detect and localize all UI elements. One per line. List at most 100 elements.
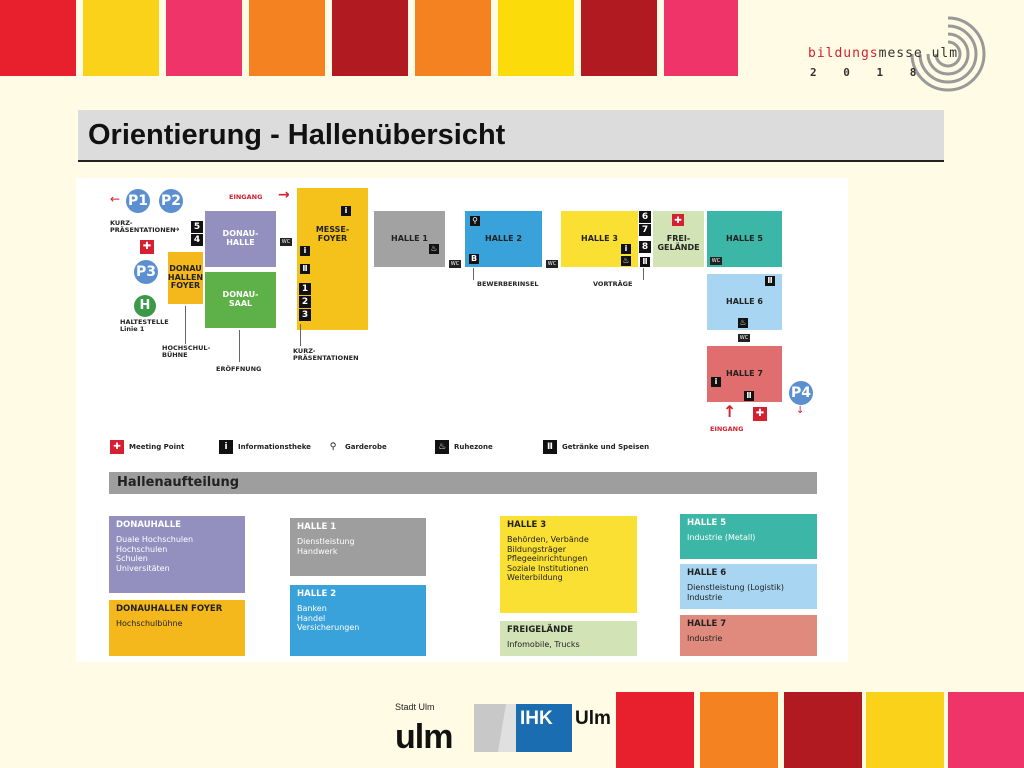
info-icon: i bbox=[341, 206, 351, 216]
box-halle3: HALLE 3 Behörden, Verbände Bildungsträge… bbox=[500, 516, 637, 613]
ihk-text: IHK bbox=[520, 708, 553, 729]
parking-p3-icon: P3 bbox=[134, 260, 158, 284]
footer-square-5 bbox=[948, 692, 1024, 768]
color-square-2 bbox=[83, 0, 159, 76]
title-bar: Orientierung - Hallenübersicht bbox=[78, 110, 944, 162]
kurz-praesentationen-bottom-label: KURZ- PRÄSENTATIONEN bbox=[293, 347, 359, 363]
info-icon-3: i bbox=[621, 244, 631, 254]
color-square-3 bbox=[166, 0, 242, 76]
box-halle2: HALLE 2 Banken Handel Versicherungen bbox=[290, 585, 426, 656]
box-halle5: HALLE 5 Industrie (Metall) bbox=[680, 514, 817, 559]
footer-square-4 bbox=[866, 692, 944, 768]
legend-garderobe-icon: ⚲ bbox=[326, 440, 340, 454]
bewerberinsel-label: BEWERBERINSEL bbox=[477, 280, 539, 288]
legend-ruhezone: ♨Ruhezone bbox=[435, 440, 493, 454]
legend-meeting-point-icon: ✚ bbox=[110, 440, 124, 454]
hallenaufteilung-title: Hallenaufteilung bbox=[117, 475, 240, 490]
haltestelle-label: HALTESTELLE Linie 1 bbox=[120, 318, 169, 334]
box-donauhallen-foyer: DONAUHALLEN FOYER Hochschulbühne bbox=[109, 600, 245, 656]
halle1-block: HALLE 1 bbox=[374, 211, 445, 267]
wc-icon-2: WC bbox=[449, 260, 461, 268]
stage-2-badge: 2 bbox=[299, 296, 311, 308]
cloakroom-icon: ⚲ bbox=[470, 216, 480, 226]
stage-7-badge: 7 bbox=[639, 224, 651, 236]
parking-p4-icon: P4 bbox=[789, 381, 813, 405]
box-halle1: HALLE 1 Dienstleistung Handwerk bbox=[290, 518, 426, 576]
box-donauhallen-foyer-desc: Hochschulbühne bbox=[116, 619, 183, 628]
kurz-praesentationen-top-label: KURZ- PRÄSENTATIONEN bbox=[110, 219, 176, 235]
stadt-ulm-label: Stadt Ulm bbox=[395, 702, 435, 712]
legend-info-label: Informationstheke bbox=[238, 443, 311, 451]
box-donauhallen-foyer-title: DONAUHALLEN FOYER bbox=[116, 604, 223, 614]
footer-square-1 bbox=[616, 692, 694, 768]
stage-6-badge: 6 bbox=[639, 211, 651, 223]
box-halle6: HALLE 6 Dienstleistung (Logistik) Indust… bbox=[680, 564, 817, 609]
bewerberinsel-line bbox=[473, 268, 474, 280]
eroeffnung-line bbox=[239, 330, 240, 362]
arrow-right-icon: → bbox=[172, 225, 180, 235]
box-freigelaende-title: FREIGELÄNDE bbox=[507, 625, 574, 635]
legend-garderobe: ⚲ Garderobe bbox=[326, 440, 387, 454]
ihk-ulm-logo bbox=[474, 704, 572, 752]
box-halle3-title: HALLE 3 bbox=[507, 520, 547, 530]
parking-p1-icon: P1 bbox=[126, 189, 150, 213]
legend-ruhezone-label: Ruhezone bbox=[454, 443, 493, 451]
legend-meeting-point: ✚ Meeting Point bbox=[110, 440, 184, 454]
legend-garderobe-label: Garderobe bbox=[345, 443, 387, 451]
color-square-6 bbox=[415, 0, 491, 76]
legend-meeting-point-label: Meeting Point bbox=[129, 443, 185, 451]
info-icon-4: i bbox=[711, 377, 721, 387]
box-halle1-title: HALLE 1 bbox=[297, 522, 337, 532]
hall-map: ← P1 P2 KURZ- PRÄSENTATIONEN → ✚ P3 H HA… bbox=[76, 178, 848, 662]
wc-icon-3: WC bbox=[546, 260, 558, 268]
info-icon-2: i bbox=[300, 246, 310, 256]
box-halle5-desc: Industrie (Metall) bbox=[687, 533, 756, 542]
legend-getraenke-icon: Ⅱ bbox=[543, 440, 557, 454]
color-square-1 bbox=[0, 0, 76, 76]
color-square-4 bbox=[249, 0, 325, 76]
stage-3-badge: 3 bbox=[299, 309, 311, 321]
ulm-logo-text: ulm bbox=[395, 718, 453, 756]
rest-zone-icon: ♨ bbox=[429, 244, 439, 254]
donauhalle-block: DONAU- HALLE bbox=[205, 211, 276, 267]
footer-square-2 bbox=[700, 692, 778, 768]
food-icon: Ⅱ bbox=[300, 264, 310, 274]
hochschulbuehne-label: HOCHSCHUL- BÜHNE bbox=[162, 344, 211, 360]
wc-icon-4: WC bbox=[710, 257, 722, 265]
eingang-top-label: EINGANG bbox=[229, 193, 263, 201]
eingang-top-arrow-icon: → bbox=[278, 187, 290, 203]
wc-icon-5: WC bbox=[738, 334, 750, 342]
color-square-7 bbox=[498, 0, 574, 76]
footer-square-3 bbox=[784, 692, 862, 768]
legend-getraenke: Ⅱ Getränke und Speisen bbox=[543, 440, 649, 454]
box-halle7: HALLE 7 Industrie bbox=[680, 615, 817, 656]
arrow-down-icon: ↓ bbox=[796, 405, 805, 416]
box-halle2-desc: Banken Handel Versicherungen bbox=[297, 604, 360, 633]
box-donauhalle-desc: Duale Hochschulen Hochschulen Schulen Un… bbox=[116, 535, 194, 573]
bus-stop-icon: H bbox=[134, 295, 156, 317]
rest-zone-icon-3: ♨ bbox=[738, 318, 748, 328]
page-title: Orientierung - Hallenübersicht bbox=[88, 119, 506, 151]
rest-zone-icon-2: ♨ bbox=[621, 256, 631, 266]
parking-p2-icon: P2 bbox=[159, 189, 183, 213]
ihk-ulm-text: Ulm bbox=[575, 708, 611, 729]
arrow-left-icon: ← bbox=[110, 192, 121, 206]
box-donauhalle: DONAUHALLE Duale Hochschulen Hochschulen… bbox=[109, 516, 245, 593]
hochschulbuehne-line bbox=[185, 306, 186, 344]
vortraege-line bbox=[643, 268, 644, 280]
kurz-bottom-line bbox=[300, 324, 301, 346]
legend-getraenke-label: Getränke und Speisen bbox=[562, 443, 650, 451]
hallenaufteilung-bar: Hallenaufteilung bbox=[109, 472, 817, 494]
brand-year: 2 0 1 8 bbox=[810, 66, 927, 79]
vortraege-label: VORTRÄGE bbox=[593, 280, 633, 288]
box-freigelaende-desc: Infomobile, Trucks bbox=[507, 640, 580, 649]
meeting-point-icon-2: ✚ bbox=[672, 214, 684, 226]
donausaal-block: DONAU- SAAL bbox=[205, 272, 276, 328]
wc-icon: WC bbox=[280, 238, 292, 246]
food-icon-4: Ⅱ bbox=[744, 391, 754, 401]
brand-name: bildungsmesse ulm bbox=[808, 46, 959, 61]
eroeffnung-label: ERÖFFNUNG bbox=[216, 365, 262, 373]
eingang-bottom-label: EINGANG bbox=[710, 425, 744, 433]
box-halle5-title: HALLE 5 bbox=[687, 518, 727, 528]
